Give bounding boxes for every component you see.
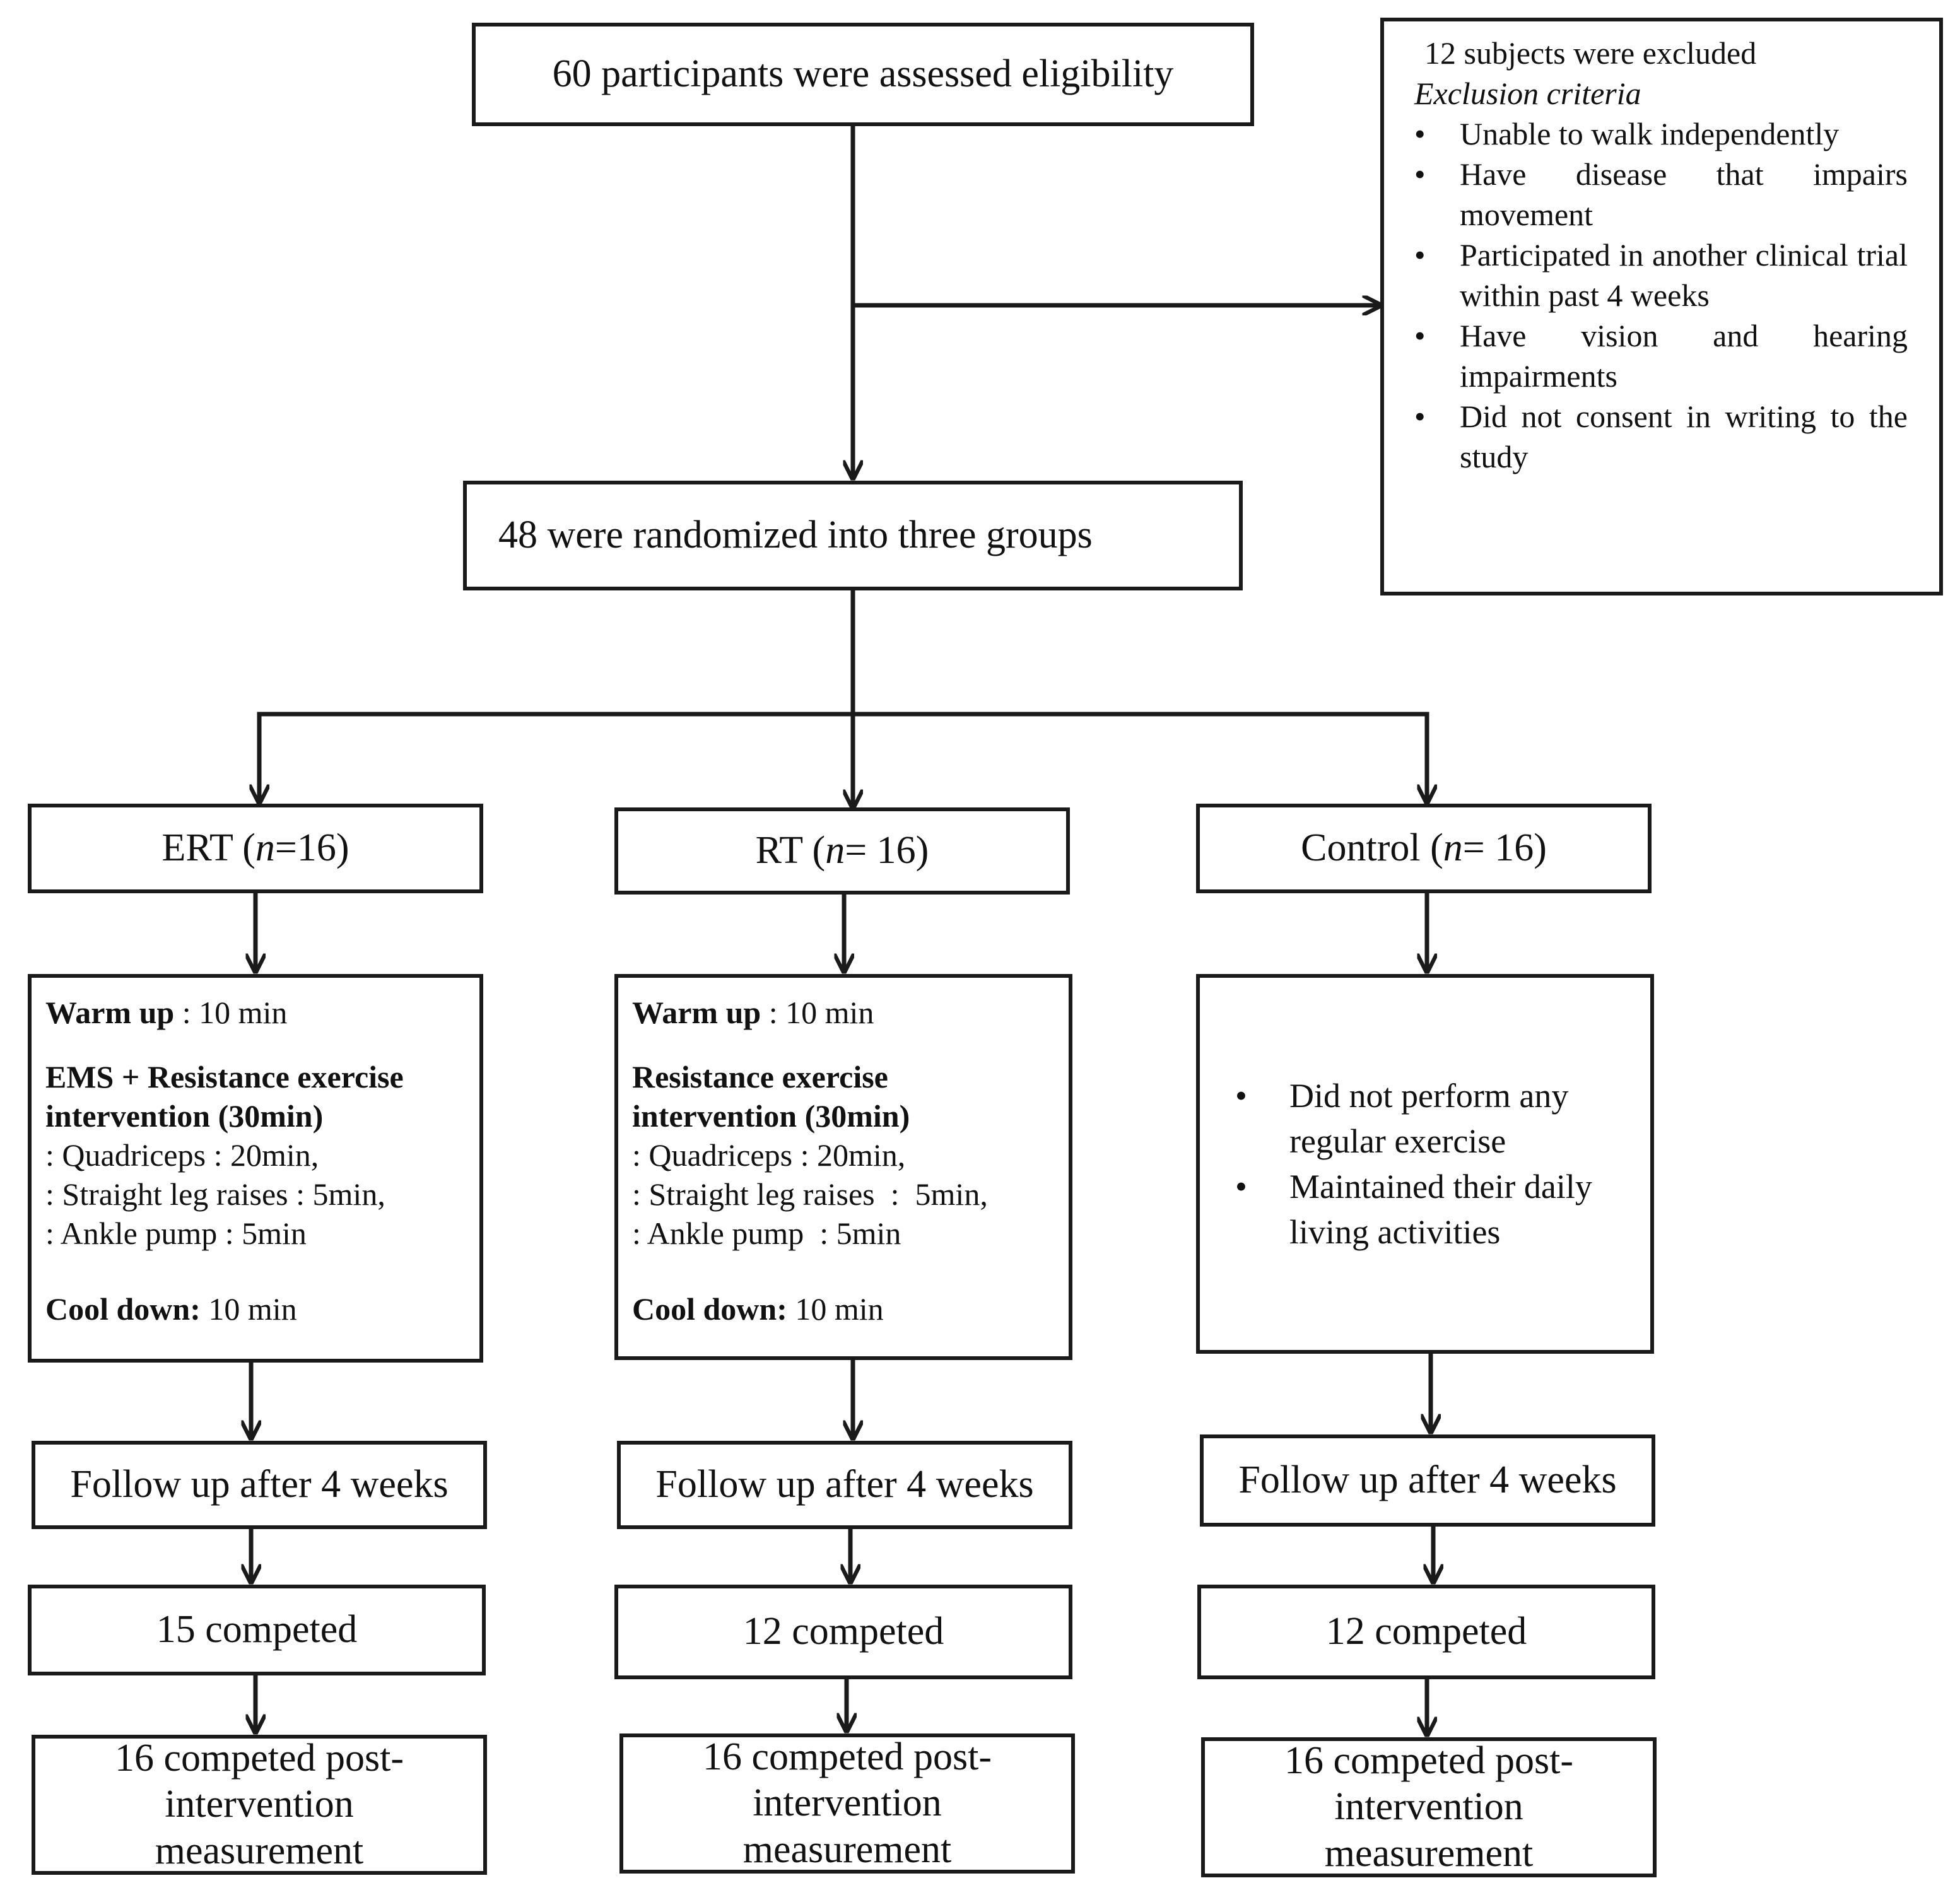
control-followup-box: Follow up after 4 weeks: [1200, 1434, 1655, 1527]
exclusion-item: Unable to walk independently: [1414, 114, 1908, 154]
exclusion-item: Have vision and hearing impairments: [1414, 315, 1908, 396]
randomized-text: 48 were randomized into three groups: [498, 513, 1093, 557]
exclusion-criteria-list: Unable to walk independently Have diseas…: [1414, 114, 1908, 477]
randomized-box: 48 were randomized into three groups: [463, 481, 1243, 590]
rt-group-box: RT (n= 16): [614, 807, 1070, 895]
ert-followup-box: Follow up after 4 weeks: [32, 1441, 487, 1529]
rt-cooldown: Cool down: 10 min: [632, 1291, 884, 1327]
rt-completed-text: 12 competed: [742, 1610, 944, 1653]
ert-completed-box: 15 competed: [28, 1585, 486, 1675]
rt-protocol-box: Warm up : 10 min Resistance exercise int…: [614, 974, 1072, 1360]
rt-followup-text: Follow up after 4 weeks: [655, 1463, 1034, 1506]
exclusion-item: Participated in another clinical trial w…: [1414, 235, 1908, 315]
ert-post-text: 16 competed post-intervention measuremen…: [114, 1737, 404, 1872]
control-group-label: Control (n= 16): [1301, 826, 1547, 870]
eligibility-text: 60 participants were assessed eligibilit…: [552, 52, 1174, 96]
control-activity-list: Did not perform any regular exercise Mai…: [1200, 1073, 1650, 1255]
control-completed-text: 12 competed: [1325, 1610, 1527, 1653]
ert-step: : Quadriceps : 20min,: [45, 1137, 319, 1173]
exclusion-box: 12 subjects were excluded Exclusion crit…: [1380, 18, 1943, 595]
rt-step: : Ankle pump : 5min: [632, 1216, 901, 1251]
rt-post-box: 16 competed post-intervention measuremen…: [619, 1733, 1075, 1874]
rt-group-label: RT (n= 16): [755, 829, 929, 872]
rt-followup-box: Follow up after 4 weeks: [617, 1441, 1072, 1529]
exclusion-title: 12 subjects were excluded: [1424, 35, 1757, 71]
ert-step: : Straight leg raises : 5min,: [45, 1176, 385, 1212]
exclusion-criteria-heading: Exclusion criteria: [1414, 76, 1641, 111]
ert-intervention-title: EMS + Resistance exercise intervention (…: [45, 1059, 404, 1134]
rt-completed-box: 12 competed: [614, 1585, 1072, 1679]
control-followup-text: Follow up after 4 weeks: [1238, 1458, 1617, 1502]
control-post-text: 16 competed post-intervention measuremen…: [1284, 1739, 1573, 1875]
rt-step: : Quadriceps : 20min,: [632, 1137, 906, 1173]
ert-group-box: ERT (n=16): [28, 804, 483, 893]
control-item: Maintained their daily living activities: [1235, 1164, 1625, 1255]
rt-step: : Straight leg raises : 5min,: [632, 1176, 988, 1212]
exclusion-item: Did not consent in writing to the study: [1414, 396, 1908, 477]
ert-protocol-box: Warm up : 10 min EMS + Resistance exerci…: [28, 974, 483, 1363]
control-group-box: Control (n= 16): [1196, 804, 1652, 893]
ert-completed-text: 15 competed: [156, 1608, 358, 1651]
control-completed-box: 12 competed: [1197, 1585, 1655, 1679]
control-post-box: 16 competed post-intervention measuremen…: [1201, 1737, 1657, 1877]
ert-cooldown: Cool down: 10 min: [45, 1291, 297, 1327]
ert-step: : Ankle pump : 5min: [45, 1216, 307, 1251]
ert-warmup: Warm up : 10 min: [45, 995, 288, 1030]
control-item: Did not perform any regular exercise: [1235, 1073, 1625, 1164]
ert-post-box: 16 competed post-intervention measuremen…: [32, 1735, 487, 1875]
rt-intervention-title: Resistance exercise intervention (30min): [632, 1059, 910, 1134]
ert-followup-text: Follow up after 4 weeks: [70, 1463, 449, 1506]
ert-group-label: ERT (n=16): [161, 826, 349, 870]
exclusion-item: Have disease that impairs movement: [1414, 154, 1908, 235]
rt-warmup: Warm up : 10 min: [632, 995, 874, 1030]
eligibility-box: 60 participants were assessed eligibilit…: [472, 23, 1254, 126]
rt-post-text: 16 competed post-intervention measuremen…: [702, 1735, 992, 1871]
control-protocol-box: Did not perform any regular exercise Mai…: [1196, 974, 1654, 1354]
